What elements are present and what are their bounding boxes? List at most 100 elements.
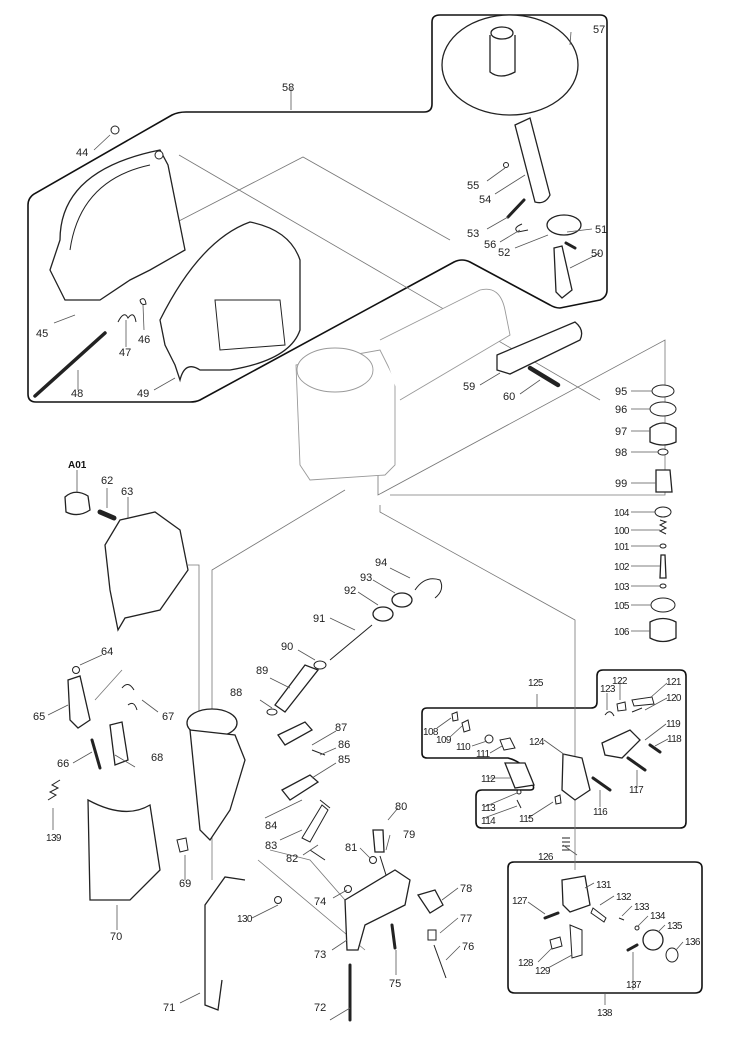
label-85: 85 (338, 754, 350, 766)
spring-79 (379, 855, 387, 876)
spring-84 (319, 799, 331, 809)
label-88: 88 (230, 687, 242, 699)
washer-92 (372, 606, 394, 622)
pin-132 (590, 907, 607, 923)
label-109: 109 (436, 735, 452, 746)
label-73: 73 (314, 949, 326, 961)
label-44: 44 (76, 147, 88, 159)
o-ring-103 (659, 583, 667, 589)
spool-plate-57 (441, 14, 579, 116)
label-119: 119 (666, 719, 681, 730)
label-83: 83 (265, 840, 277, 852)
pin-118 (648, 743, 662, 754)
label-50: 50 (591, 248, 603, 260)
label-134: 134 (650, 911, 666, 922)
pin-137 (626, 943, 639, 952)
label-79: 79 (403, 829, 415, 841)
part-121 (631, 696, 655, 707)
label-87: 87 (335, 722, 347, 734)
spring-123 (604, 711, 615, 717)
spring-82 (309, 849, 326, 861)
plate-129 (569, 924, 583, 959)
label-96: 96 (615, 404, 627, 416)
label-114: 114 (481, 816, 496, 827)
ring-46 (139, 298, 147, 305)
label-106: 106 (614, 627, 630, 638)
label-104: 104 (614, 508, 630, 519)
spring-114 (516, 799, 522, 809)
label-132: 132 (616, 892, 632, 903)
label-90: 90 (281, 641, 293, 653)
label-54: 54 (479, 194, 491, 206)
label-76: 76 (462, 941, 474, 953)
label-113: 113 (481, 803, 496, 814)
ring-52 (546, 214, 582, 236)
label-128: 128 (518, 958, 534, 969)
block-131 (561, 875, 591, 913)
label-78: 78 (460, 883, 472, 895)
spring-110 (484, 734, 494, 744)
ball-113 (516, 789, 522, 795)
label-118: 118 (667, 734, 682, 745)
label-65: 65 (33, 711, 45, 723)
cap-a01 (64, 491, 91, 516)
label-74: 74 (314, 896, 326, 908)
part-109 (461, 719, 471, 733)
label-51: 51 (595, 224, 607, 236)
part-115 (554, 794, 562, 805)
label-130: 130 (237, 914, 253, 925)
lever-119 (601, 729, 641, 759)
shaft-50 (553, 245, 573, 299)
nailer-body (295, 288, 511, 481)
pin-116 (591, 776, 612, 792)
label-58: 58 (282, 82, 294, 94)
label-115: 115 (519, 814, 534, 825)
label-122: 122 (612, 676, 628, 687)
label-53: 53 (467, 228, 479, 240)
label-94: 94 (375, 557, 387, 569)
o-ring-104 (654, 506, 672, 518)
valve-stack (649, 384, 677, 643)
pin-127 (543, 911, 560, 920)
label-59: 59 (463, 381, 475, 393)
part-labels: 44 45 46 47 48 49 58 57 55 54 53 56 52 5… (33, 24, 702, 1019)
label-56: 56 (484, 239, 496, 251)
screw-62 (97, 509, 117, 521)
label-138: 138 (597, 1008, 613, 1019)
bracket-68 (109, 721, 129, 766)
wire-71 (204, 876, 246, 1011)
guard-70 (87, 798, 161, 901)
lever-85 (281, 774, 320, 801)
label-139: 139 (46, 833, 62, 844)
label-99: 99 (615, 478, 627, 490)
label-75: 75 (389, 978, 401, 990)
label-77: 77 (460, 913, 472, 925)
label-68: 68 (151, 752, 163, 764)
spring-139 (47, 779, 61, 801)
label-66: 66 (57, 758, 69, 770)
label-81: 81 (345, 842, 357, 854)
handle-bracket-59 (496, 321, 583, 375)
assembly-frame-58 (27, 14, 608, 403)
label-67: 67 (162, 711, 174, 723)
label-45: 45 (36, 328, 48, 340)
cover-63 (104, 511, 189, 632)
assembly-frame-138 (507, 861, 703, 994)
label-97: 97 (615, 426, 627, 438)
label-129: 129 (535, 966, 551, 977)
lever-83 (301, 804, 329, 843)
nut-74 (344, 885, 352, 893)
part-128 (549, 936, 563, 950)
label-123: 123 (600, 684, 616, 695)
label-57: 57 (593, 24, 605, 36)
label-98: 98 (615, 447, 627, 459)
o-ring-90 (313, 660, 327, 670)
label-116: 116 (593, 807, 608, 818)
label-72: 72 (314, 1002, 326, 1014)
pin-66 (90, 738, 102, 770)
label-80: 80 (395, 801, 407, 813)
piston-89 (274, 664, 320, 713)
label-127: 127 (512, 896, 528, 907)
label-52: 52 (498, 247, 510, 259)
